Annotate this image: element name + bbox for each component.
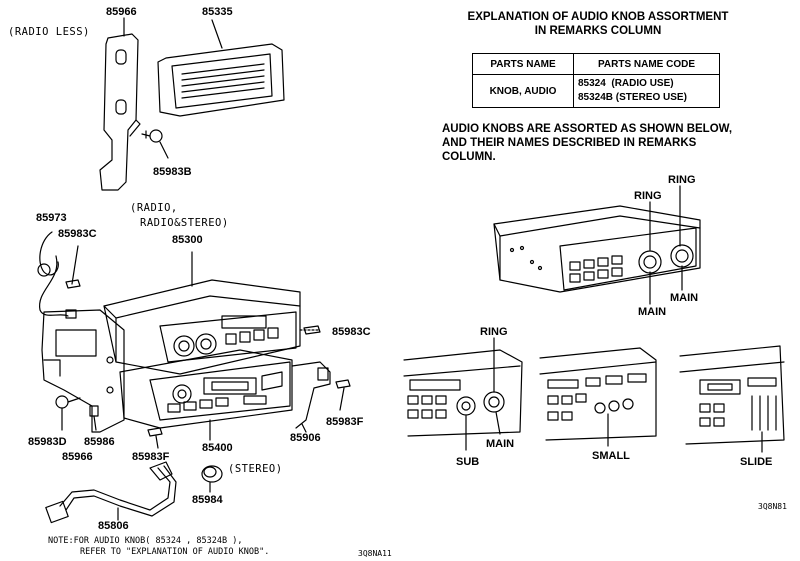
- radio-unit: [103, 251, 301, 375]
- knob-label-sub: SUB: [456, 456, 480, 468]
- label-85983d: 85983D: [28, 436, 67, 448]
- knob-label-ring-2: RING: [634, 190, 662, 202]
- example-radio-sub-main: [403, 337, 523, 451]
- note-line-1: NOTE:FOR AUDIO KNOB( 85324 , 85324B ),: [48, 536, 243, 546]
- parts-code-stereo: 85324B (STEREO USE): [578, 92, 687, 103]
- antenna-cable: [45, 461, 177, 524]
- label-85300: 85300: [172, 234, 203, 246]
- parts-table: PARTS NAME PARTS NAME CODE KNOB, AUDIO 8…: [472, 53, 720, 108]
- explanation-title-line-1: EXPLANATION OF AUDIO KNOB ASSORTMENT: [467, 11, 729, 23]
- knob-label-main-right: MAIN: [670, 292, 699, 304]
- explanation-title-line-2: IN REMARKS COLUMN: [534, 25, 662, 37]
- paragraph-line-2: AND THEIR NAMES DESCRIBED IN REMARKS: [442, 137, 697, 149]
- note-line-2: REFER TO "EXPLANATION OF AUDIO KNOB".: [80, 547, 270, 557]
- label-radio-group-2: RADIO&STEREO): [140, 217, 229, 229]
- label-radio-group-1: (RADIO,: [130, 202, 178, 214]
- label-85983c-right: 85983C: [332, 326, 371, 338]
- blank-plate: [157, 19, 285, 117]
- side-bracket: [41, 309, 125, 433]
- example-radio-small: [539, 347, 657, 447]
- screw-85983b: [141, 129, 169, 159]
- label-85906: 85906: [290, 432, 321, 444]
- label-85806: 85806: [98, 520, 129, 532]
- label-85966-top: 85966: [106, 6, 137, 18]
- label-85966-bottom: 85966: [62, 451, 93, 463]
- parts-code-radio: 85324 (RADIO USE): [578, 78, 674, 89]
- label-85986: 85986: [84, 436, 115, 448]
- parts-table-header: PARTS NAME PARTS NAME CODE: [472, 53, 720, 75]
- label-85973: 85973: [36, 212, 67, 224]
- screw-85983f-right: [335, 379, 351, 411]
- example-radio-slide: [679, 345, 785, 453]
- screw-85983d: [55, 395, 81, 431]
- nut-85986: [89, 405, 99, 431]
- label-85983f-right: 85983F: [326, 416, 364, 428]
- drawing-code-left: 3Q8NA11: [358, 549, 392, 558]
- knob-85984: [201, 465, 223, 493]
- stereo-unit: [119, 349, 293, 441]
- drawing-code-right: 3Q8N81: [758, 502, 787, 511]
- parts-table-col-name: PARTS NAME: [472, 53, 574, 75]
- knob-label-main-left: MAIN: [638, 306, 667, 318]
- label-85984: 85984: [192, 494, 223, 506]
- paragraph-line-1: AUDIO KNOBS ARE ASSORTED AS SHOWN BELOW,: [442, 123, 733, 135]
- screw-85983c-right: [299, 325, 321, 335]
- label-85983f-left: 85983F: [132, 451, 170, 463]
- knob-label-ring-1: RING: [668, 174, 696, 186]
- screw-85983c-left: [65, 245, 81, 289]
- table-row: KNOB, AUDIO 85324 (RADIO USE) 85324B (ST…: [472, 74, 720, 108]
- label-85400: 85400: [202, 442, 233, 454]
- knob-label-ring-bottom: RING: [480, 326, 508, 338]
- screw-85983f-left: [147, 427, 163, 449]
- parts-table-row-codes: 85324 (RADIO USE) 85324B (STEREO USE): [573, 74, 720, 108]
- explanation-title: EXPLANATION OF AUDIO KNOB ASSORTMENT IN …: [436, 10, 760, 38]
- radioless-bracket: [99, 17, 141, 191]
- parts-table-row-name: KNOB, AUDIO: [472, 74, 574, 108]
- knob-label-slide: SLIDE: [740, 456, 773, 468]
- paragraph-line-3: COLUMN.: [442, 151, 496, 163]
- parts-table-col-code: PARTS NAME CODE: [573, 53, 720, 75]
- assortment-paragraph: AUDIO KNOBS ARE ASSORTED AS SHOWN BELOW,…: [442, 122, 732, 164]
- label-stereo: (STEREO): [228, 463, 283, 475]
- label-radio-less: (RADIO LESS): [8, 26, 90, 38]
- antenna-lead: [37, 231, 77, 319]
- right-bracket: [291, 361, 331, 433]
- knob-label-main-bottom: MAIN: [486, 438, 515, 450]
- label-85983c-left: 85983C: [58, 228, 97, 240]
- label-85983b: 85983B: [153, 166, 192, 178]
- label-85335: 85335: [202, 6, 233, 18]
- knob-label-small: SMALL: [592, 450, 630, 462]
- example-radio-ring-main: [493, 185, 701, 305]
